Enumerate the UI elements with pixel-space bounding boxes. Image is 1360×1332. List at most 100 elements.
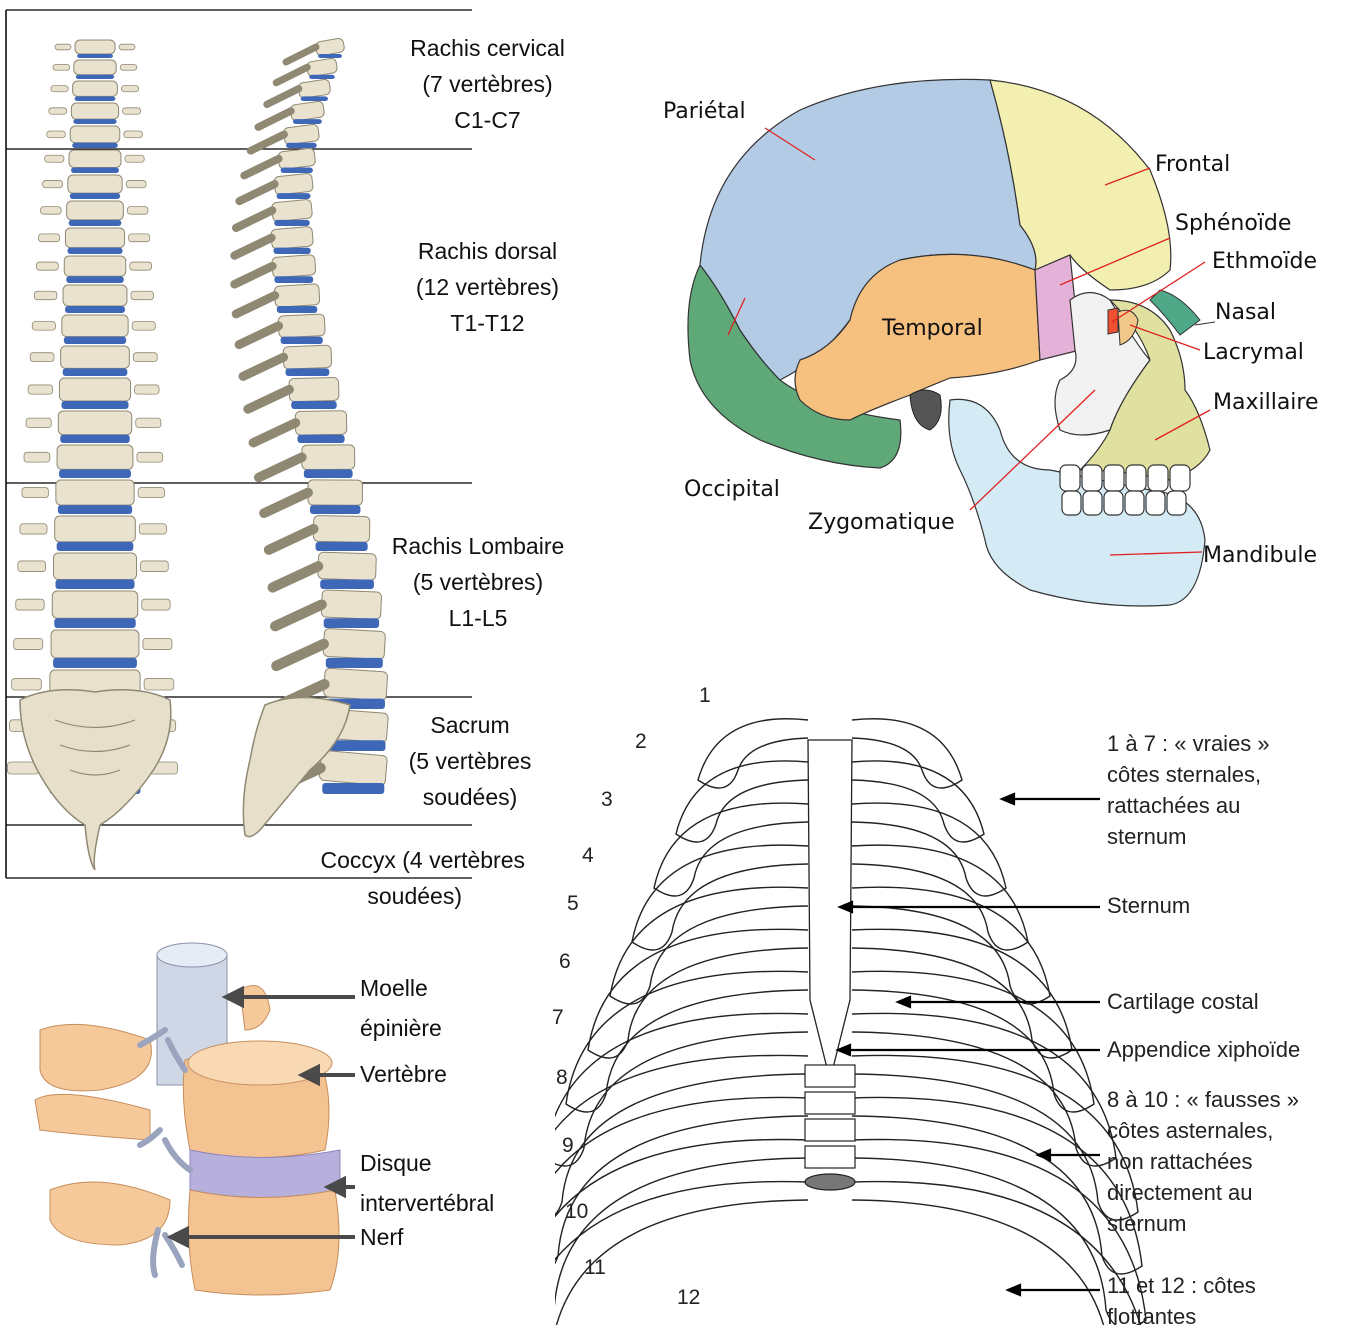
- transverse-process: [53, 64, 70, 70]
- spine-panel: Rachis cervical (7 vertèbres) C1-C7 Rach…: [0, 0, 480, 910]
- vertebra-front: [68, 175, 122, 193]
- lower-tooth: [1125, 491, 1144, 515]
- spinal-cord-label: Moelle épinière: [360, 968, 442, 1048]
- true-ribs-line-2: côtes sternales,: [1107, 759, 1270, 790]
- transverse-process: [16, 599, 44, 610]
- disc-front: [73, 119, 116, 124]
- lacrimal-label: Lacrymal: [1203, 342, 1304, 364]
- cervical-label: Rachis cervical (7 vertèbres) C1-C7: [385, 30, 590, 138]
- lumbar-count: (5 vertèbres): [373, 564, 583, 600]
- disc-side: [274, 276, 313, 283]
- true-ribs-line-4: sternum: [1107, 821, 1270, 852]
- lower-tooth: [1167, 491, 1186, 515]
- disc-side: [304, 469, 353, 478]
- vertebra-front: [70, 126, 120, 143]
- transverse-process: [47, 131, 66, 138]
- vertebra-side: [271, 199, 312, 222]
- spinal-cord-line-2: épinière: [360, 1008, 442, 1048]
- disc-front: [71, 167, 119, 173]
- transverse-process: [123, 108, 141, 114]
- spine-side-view: [235, 38, 389, 794]
- disc-side: [309, 75, 335, 79]
- transverse-process: [14, 638, 43, 649]
- vertebra-front: [67, 201, 124, 220]
- transverse-process: [43, 180, 63, 187]
- transverse-process: [132, 321, 155, 330]
- true-ribs-line-3: rattachées au: [1107, 790, 1270, 821]
- false-ribs-line-5: sternum: [1107, 1208, 1299, 1239]
- rib-right: [852, 929, 1072, 1058]
- transverse-process: [131, 291, 154, 299]
- cervical-count: (7 vertèbres): [385, 66, 590, 102]
- rib-left: [555, 1055, 808, 1220]
- disc-side: [281, 167, 313, 173]
- disc-front: [75, 96, 116, 101]
- vertebra-side: [295, 411, 346, 436]
- rib-number-3: 3: [601, 788, 613, 812]
- lumbar-range: L1-L5: [373, 600, 583, 636]
- upper-tooth: [1104, 465, 1124, 491]
- disc-front: [60, 435, 129, 443]
- upper-tooth: [1148, 465, 1168, 491]
- transverse-process: [120, 64, 137, 70]
- spinous-process: [258, 111, 291, 127]
- spinous-process: [269, 529, 314, 550]
- transverse-process: [139, 524, 166, 534]
- vertebra-side: [283, 124, 319, 145]
- rib-number-1: 1: [699, 684, 711, 708]
- transverse-process: [144, 679, 174, 690]
- transverse-process: [142, 599, 170, 610]
- sacrum-note: soudées): [365, 779, 575, 815]
- spinous-process: [243, 357, 283, 376]
- transverse-process: [127, 207, 148, 215]
- spinous-process: [276, 67, 307, 82]
- disc-front: [67, 248, 122, 254]
- disc-front: [64, 337, 126, 344]
- disc-side: [274, 220, 310, 226]
- vertebra-side: [323, 668, 387, 701]
- transverse-process: [30, 353, 54, 362]
- spinous-process: [236, 210, 272, 227]
- transverse-process: [119, 44, 135, 50]
- sacrum-title: Sacrum: [365, 707, 575, 743]
- disc-front: [54, 618, 135, 628]
- spinous-process: [267, 89, 299, 105]
- ethmoid-label: Ethmoïde: [1212, 251, 1317, 273]
- disc-side: [316, 542, 368, 551]
- disc-side: [291, 401, 336, 409]
- vertebra-front: [55, 516, 136, 542]
- transverse-process: [135, 385, 159, 394]
- transverse-process: [124, 131, 143, 138]
- temporal-label: Temporal: [882, 318, 983, 340]
- floating-ribs-line-2: flottantes: [1107, 1301, 1256, 1332]
- rib-left: [610, 887, 808, 1004]
- vertebra-side: [302, 445, 355, 470]
- vertebra-front: [74, 60, 116, 75]
- disc-front: [61, 401, 128, 409]
- vertebra-side: [306, 58, 338, 77]
- rib-number-8: 8: [556, 1066, 568, 1090]
- spinous-process: [248, 390, 289, 410]
- disc-front: [55, 580, 134, 589]
- cervical-range: C1-C7: [385, 102, 590, 138]
- vertebra-front: [53, 553, 136, 580]
- rib-number-5: 5: [567, 892, 579, 916]
- costal-cartilage-label: Cartilage costal: [1107, 986, 1259, 1017]
- spinous-process: [276, 644, 323, 666]
- transverse-process: [20, 524, 47, 534]
- vertebra-label: Vertèbre: [360, 1061, 447, 1088]
- transverse-process: [143, 638, 172, 649]
- transverse-process: [12, 679, 42, 690]
- vertebra-side: [308, 480, 363, 506]
- ear-canal: [910, 390, 941, 430]
- disc-front: [65, 306, 125, 313]
- rib-number-2: 2: [635, 730, 647, 754]
- transverse-process: [121, 86, 138, 92]
- rib-number-6: 6: [559, 950, 571, 974]
- upper-tooth: [1060, 465, 1080, 491]
- disc-side: [301, 96, 328, 101]
- false-ribs-line-3: non rattachées: [1107, 1146, 1299, 1177]
- floating-ribs-line-1: 11 et 12 : côtes: [1107, 1270, 1256, 1301]
- disc-line-1: Disque: [360, 1143, 494, 1183]
- vertebra-side: [278, 148, 316, 170]
